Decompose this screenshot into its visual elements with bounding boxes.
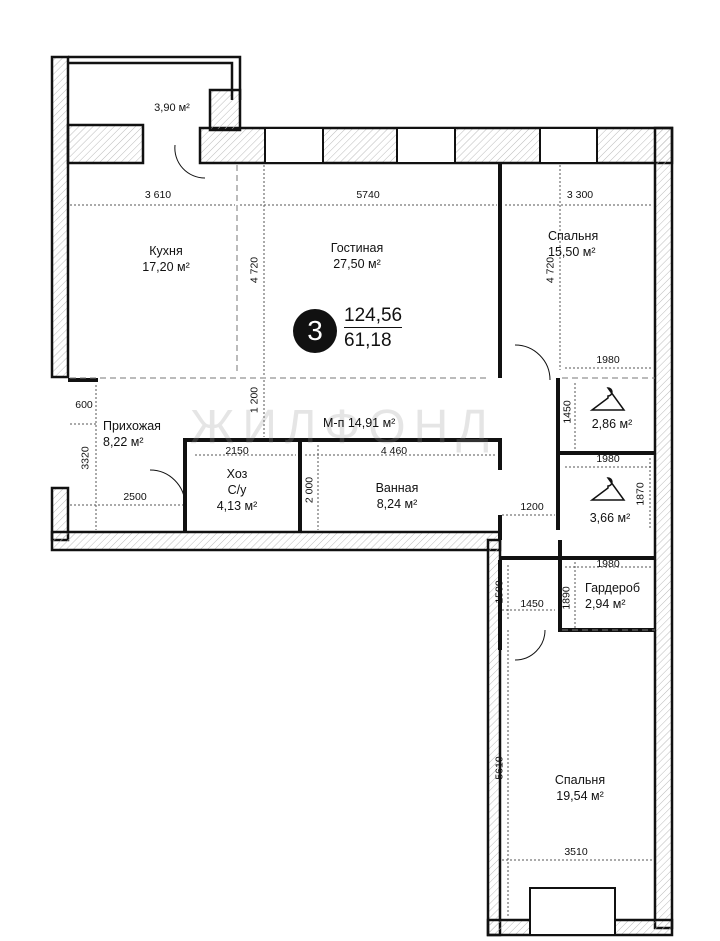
room-name: Гардероб — [585, 581, 640, 595]
room-name: С/у — [227, 483, 247, 497]
zone-lines — [70, 165, 655, 631]
dim-entry-width: 2500 — [123, 491, 147, 503]
room-name: Гостиная — [330, 241, 384, 255]
room-area: 4,13 м² — [216, 499, 258, 513]
room-kitchen: Кухня 17,20 м² — [142, 243, 190, 275]
dim-bath-width: 4 460 — [380, 445, 408, 457]
balcony-area: 3,90 м² — [154, 102, 190, 114]
dim-bedroom2-width: 3510 — [564, 846, 588, 858]
room-bedroom-1: Спальня 15,50 м² — [548, 228, 598, 260]
dim-bath-height: 2 000 — [303, 476, 316, 504]
room-corridor: М-п 14,91 м² — [323, 416, 396, 430]
watermark: ЖИЛФОНД — [190, 401, 497, 454]
dim-closet2-width: 1980 — [596, 453, 620, 465]
dim-closet2-height: 1870 — [634, 482, 647, 506]
dim-bedroom1-height: 4 720 — [544, 256, 557, 284]
total-area: 124,56 — [344, 305, 403, 328]
room-name: Спальня — [548, 229, 599, 243]
room-area: 2,94 м² — [585, 597, 626, 611]
hanger-icon — [589, 387, 626, 411]
rooms-count-badge: 3 — [293, 309, 337, 353]
dimension-lines — [70, 165, 652, 918]
dim-utility-width: 2150 — [225, 445, 249, 457]
hanger-icon — [589, 477, 626, 501]
closet-2-area: 3,66 м² — [589, 511, 631, 525]
room-area: 27,50 м² — [333, 257, 381, 271]
room-name: Прихожая — [103, 419, 161, 433]
room-hallway: Прихожая 8,22 м² — [103, 418, 161, 450]
room-bathroom: Ванная 8,24 м² — [376, 480, 419, 512]
dim-bedroom1-width: 3 300 — [566, 189, 594, 201]
room-area: 8,24 м² — [376, 497, 418, 511]
dim-bedroom2-height: 5610 — [493, 756, 506, 780]
dim-closet1-height: 1450 — [561, 400, 574, 424]
room-name: Кухня — [149, 244, 183, 258]
windows — [264, 127, 616, 936]
dim-closet1-width: 1980 — [596, 354, 620, 366]
hanger-icons — [589, 387, 626, 501]
dim-wardrobe-width: 1980 — [596, 558, 620, 570]
room-name: Ванная — [375, 481, 419, 495]
dim-corridor2-height: 1500 — [493, 580, 506, 604]
room-area: 15,50 м² — [548, 245, 596, 259]
dim-wardrobe-height: 1890 — [560, 586, 573, 610]
room-area: 19,54 м² — [556, 789, 604, 803]
balcony — [68, 55, 242, 100]
dim-entry-600: 600 — [75, 399, 93, 411]
dim-corridor-width: 1200 — [520, 501, 544, 513]
dim-living-width: 5740 — [356, 189, 380, 201]
room-bedroom-2: Спальня 19,54 м² — [555, 772, 605, 804]
dim-kitchen-width: 3 610 — [144, 189, 172, 201]
closet-1-area: 2,86 м² — [591, 417, 633, 431]
dim-hall-height: 1 200 — [248, 386, 261, 414]
living-area: 61,18 — [344, 330, 392, 351]
room-wardrobe: Гардероб 2,94 м² — [585, 580, 640, 612]
dim-living-height: 4 720 — [248, 256, 261, 284]
dim-corridor2-width: 1450 — [520, 598, 544, 610]
dim-entry-height: 3320 — [79, 446, 92, 470]
door-swings — [149, 144, 551, 661]
room-area: 8,22 м² — [103, 435, 144, 449]
room-name: Спальня — [554, 773, 606, 787]
room-name: Хоз — [226, 467, 248, 481]
room-area: 17,20 м² — [142, 260, 190, 274]
room-living: Гостиная 27,50 м² — [331, 240, 383, 272]
